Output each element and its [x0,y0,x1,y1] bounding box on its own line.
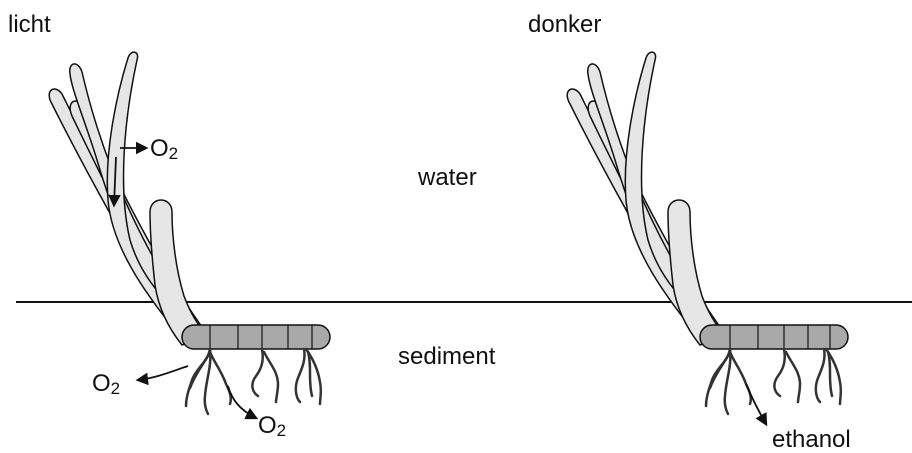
o2-label-root-left-sub: 2 [111,379,120,398]
panel-title-light: licht [8,13,51,37]
left-plant [49,52,330,418]
o2-label-root-right: O2 [258,414,286,438]
right-rhizome [700,325,848,349]
o2-label-leaf-main: O [150,135,169,162]
ethanol-label: ethanol [772,428,851,452]
right-plant [567,52,848,424]
left-o2-arrows [114,148,256,418]
zone-label-sediment: sediment [398,345,495,369]
zone-label-water: water [418,166,477,190]
o2-release-arrow-root-right [228,386,256,418]
panel-title-dark: donker [528,13,601,37]
o2-label-root-right-main: O [258,412,277,439]
o2-label-root-left: O2 [92,372,120,396]
o2-release-arrow-root-left [138,366,188,380]
left-rhizome [182,325,330,349]
o2-label-leaf-sub: 2 [169,144,178,163]
o2-label-root-left-main: O [92,370,111,397]
o2-label-root-right-sub: 2 [277,421,286,440]
left-roots [186,349,321,414]
right-roots [706,349,841,414]
o2-label-leaf: O2 [150,137,178,161]
